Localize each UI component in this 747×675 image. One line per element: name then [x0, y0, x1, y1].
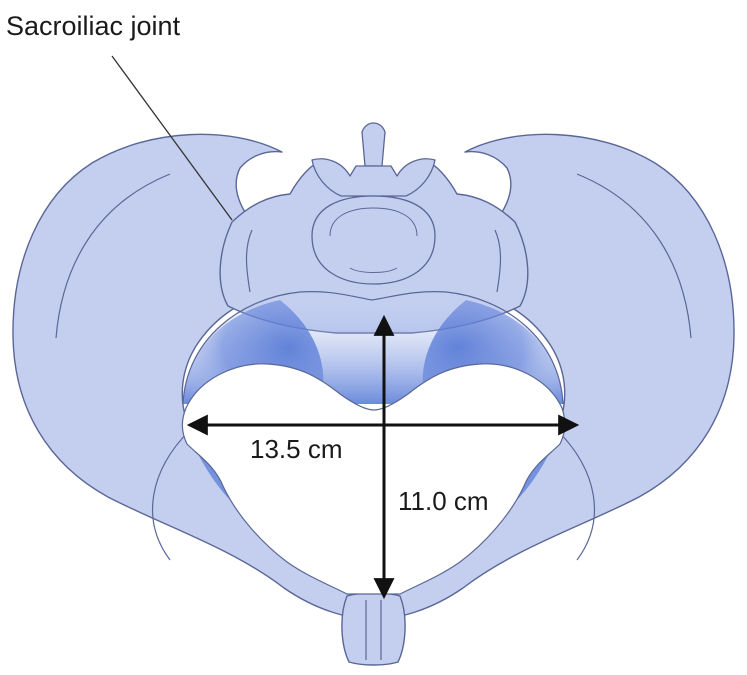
sacroiliac-joint-label: Sacroiliac joint [6, 11, 181, 41]
spinous-process [362, 123, 385, 166]
vertebral-body [312, 196, 435, 284]
anteroposterior-diameter-label: 11.0 cm [398, 486, 489, 516]
transverse-diameter-label: 13.5 cm [250, 434, 343, 464]
pubic-symphysis [342, 593, 405, 665]
